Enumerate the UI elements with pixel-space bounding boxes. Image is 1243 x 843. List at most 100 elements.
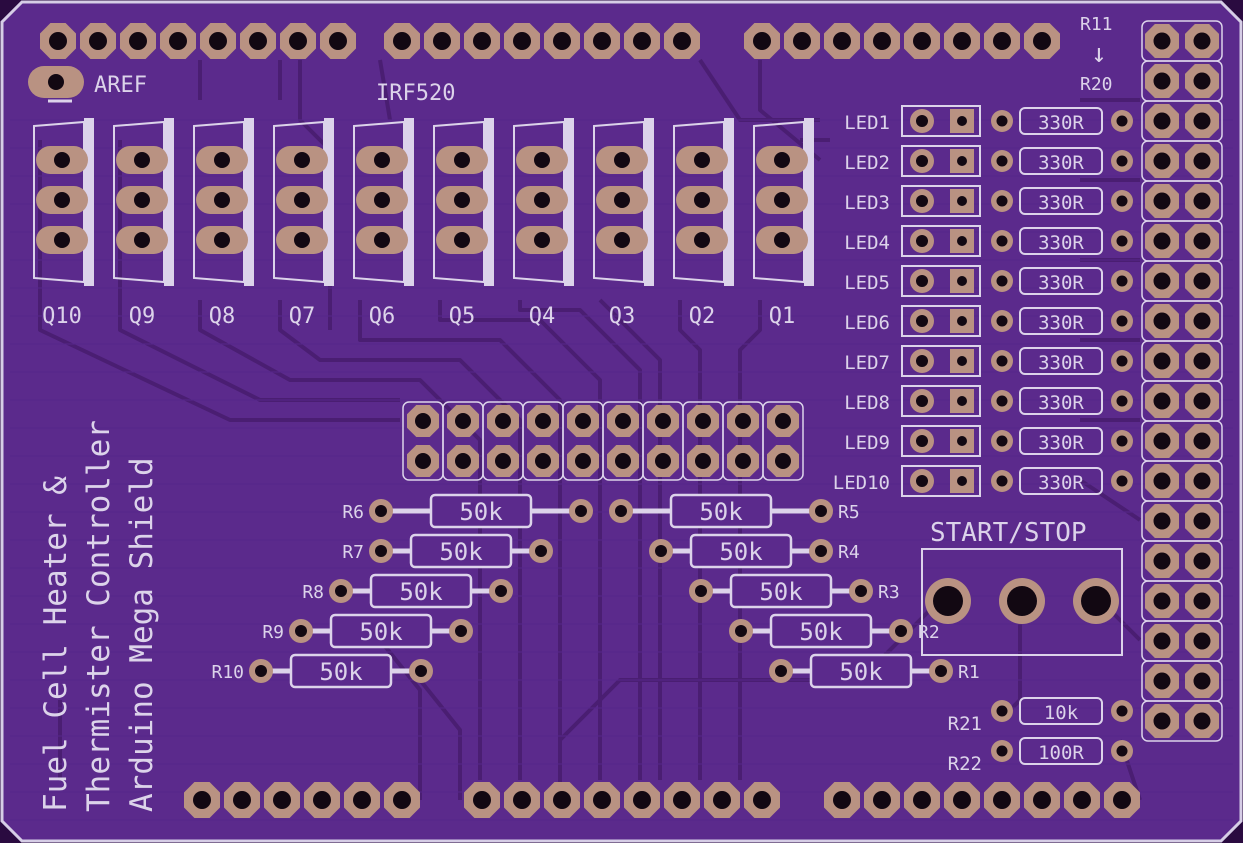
resistor-body: [669, 493, 773, 529]
header-pin: [607, 405, 639, 437]
led-2: LED2 330R: [844, 145, 1133, 177]
header-pin: [1024, 782, 1060, 818]
transistor-pin: [516, 146, 568, 174]
led-9: LED9 330R: [844, 425, 1133, 457]
transistor-pin: [436, 186, 488, 214]
resistor-pin: [809, 539, 833, 563]
header-bottom-3: [824, 782, 1140, 818]
resistor-value: 100R: [1038, 742, 1084, 764]
copper-trace: [418, 678, 462, 800]
led-pin-square: [950, 349, 974, 373]
header-pin: [447, 445, 479, 477]
header-pin: [1185, 584, 1219, 618]
transistor-q6: Q6: [353, 118, 414, 329]
led-pin: [910, 429, 934, 453]
header-pin: [984, 782, 1020, 818]
resistor-body: [429, 493, 533, 529]
transistor-pin: [276, 146, 328, 174]
led-pin: [910, 109, 934, 133]
resistor-pin: [1111, 150, 1133, 172]
header-pin: [647, 445, 679, 477]
resistor-pin: [1111, 230, 1133, 252]
header-pin: [704, 782, 740, 818]
led-label: LED9: [844, 432, 890, 454]
transistor-q3: Q3: [593, 118, 654, 329]
header-pin: [1145, 664, 1179, 698]
resistor-pin: [991, 390, 1013, 412]
resistor-pin: [991, 350, 1013, 372]
transistor-pin: [756, 146, 808, 174]
header-pin: [824, 23, 860, 59]
header-pin: [384, 23, 420, 59]
resistor-body: [1019, 697, 1103, 725]
header-pin: [1185, 224, 1219, 258]
header-pin: [584, 782, 620, 818]
led-outline: [901, 465, 981, 497]
led-outline: [901, 225, 981, 257]
start-stop-switch: START/STOP: [921, 518, 1123, 656]
resistor-value: 330R: [1038, 152, 1084, 174]
transistor-tab: [804, 118, 814, 286]
header-pin: [200, 23, 236, 59]
resistor-pin: [991, 430, 1013, 452]
led-label: LED2: [844, 152, 890, 174]
header-top-2: [384, 23, 700, 59]
resistor-label: R21: [948, 713, 982, 735]
resistor-pin: [1111, 110, 1133, 132]
resistor-pin: [569, 499, 593, 523]
copper-trace: [358, 300, 562, 780]
header-pin: [487, 445, 519, 477]
resistor-value: 50k: [799, 618, 843, 646]
transistor-label: Q1: [769, 304, 796, 329]
header-top-1: [40, 23, 356, 59]
header-cell: [762, 401, 804, 481]
header-pin: [80, 23, 116, 59]
header-pin: [280, 23, 316, 59]
header-pin: [1145, 624, 1179, 658]
transistor-pin: [596, 186, 648, 214]
resistor-label: R1: [958, 662, 980, 683]
header-pin: [120, 23, 156, 59]
resistor-body: [729, 573, 833, 609]
resistor-body: [769, 613, 873, 649]
transistor-label: Q9: [129, 304, 156, 329]
header-pin: [504, 23, 540, 59]
transistor-label: Q3: [609, 304, 636, 329]
transistor-pin: [596, 226, 648, 254]
resistor-pin: [769, 659, 793, 683]
transistor-label: Q6: [369, 304, 396, 329]
aref-label: AREF: [94, 73, 147, 98]
resistor-value: 330R: [1038, 352, 1084, 374]
led-pin: [910, 389, 934, 413]
led-pin: [910, 469, 934, 493]
header-pin: [1024, 23, 1060, 59]
led-label: LED6: [844, 312, 890, 334]
header-pin: [304, 782, 340, 818]
resistor-body: [1019, 737, 1103, 765]
resistor-value: 330R: [1038, 192, 1084, 214]
resistor-value: 330R: [1038, 312, 1084, 334]
header-pin: [727, 405, 759, 437]
resistor-pin: [991, 190, 1013, 212]
header-pin: [160, 23, 196, 59]
transistor-pin: [36, 226, 88, 254]
resistor-body: [1019, 107, 1103, 135]
resistor-value: 330R: [1038, 432, 1084, 454]
header-pin: [744, 782, 780, 818]
resistor-range-arrow: ↓: [1091, 39, 1107, 69]
resistor-value: 50k: [459, 498, 503, 526]
resistor-body: [289, 653, 393, 689]
header-pin: [184, 782, 220, 818]
led-outline: [901, 265, 981, 297]
resistor-pin: [991, 310, 1013, 332]
resistor-pin: [689, 579, 713, 603]
